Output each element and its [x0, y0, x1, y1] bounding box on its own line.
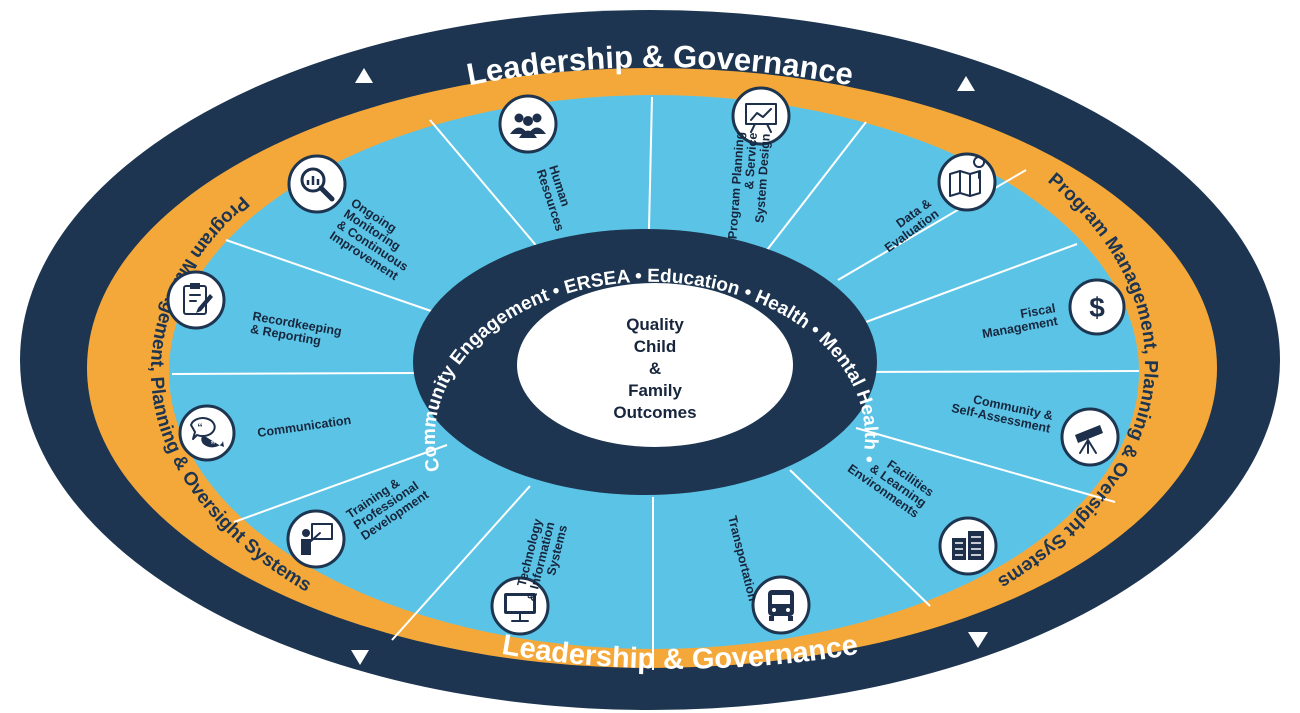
people-icon [498, 94, 558, 154]
bus-icon [751, 575, 811, 635]
building-icon [938, 516, 998, 576]
segment-label-line: Fiscal [1019, 301, 1056, 321]
center-line-5: Outcomes [613, 403, 696, 422]
divider-line [855, 427, 1116, 503]
magnifier-chart-icon [287, 154, 347, 214]
map-pin-icon [937, 152, 997, 212]
presentation-chart-icon [731, 86, 791, 146]
monitor-icon [490, 576, 550, 636]
teacher-icon [286, 509, 346, 569]
divider-line [429, 119, 546, 257]
divider-line [867, 370, 1140, 373]
center-circle [517, 283, 793, 447]
divider-line [171, 372, 423, 375]
divider-line [233, 444, 448, 523]
divider-line [766, 121, 867, 251]
segment-label-line: & Service [742, 132, 760, 190]
segment-label-line: System Design [753, 133, 773, 223]
svg-text:$: $ [1089, 292, 1105, 323]
center-line-2: Child [634, 337, 677, 356]
divider-line [789, 469, 931, 607]
divider-line [391, 485, 531, 641]
center-line-3: & [649, 359, 661, 378]
triangle-up-left-icon [355, 68, 373, 83]
dollar-icon: $ [1068, 278, 1126, 336]
triangle-up-right-icon [957, 76, 975, 91]
divider-line [865, 243, 1078, 323]
divider-line [225, 239, 435, 313]
center-line-4: Family [628, 381, 682, 400]
segment-icons: $ [166, 86, 1126, 636]
chat-icon: “ ” [178, 404, 236, 462]
triangle-down-right-icon [968, 632, 988, 648]
clipboard-icon [166, 270, 226, 330]
telescope-icon [1060, 407, 1120, 467]
center-text: Quality Child & Family Outcomes [613, 315, 696, 422]
svg-text:“: “ [197, 422, 203, 434]
triangle-down-left-icon [351, 650, 369, 665]
center-line-1: Quality [626, 315, 684, 334]
svg-text:”: ” [211, 440, 216, 451]
